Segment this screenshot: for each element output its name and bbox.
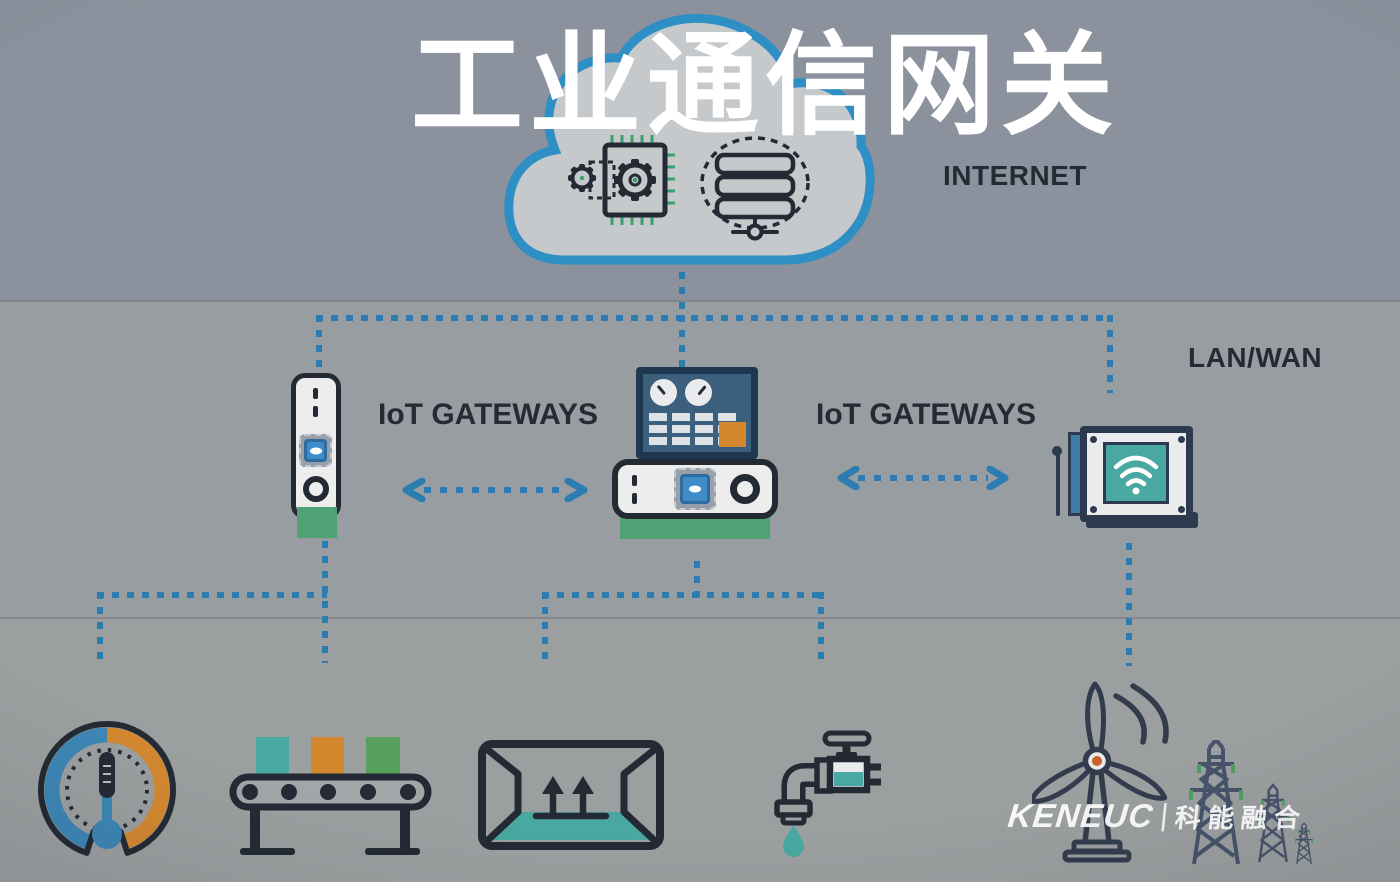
package-box-icon xyxy=(478,740,664,850)
dashed-connector xyxy=(1126,543,1132,666)
device-base xyxy=(620,517,770,539)
port-circle xyxy=(730,474,760,504)
lan-wan-label: LAN/WAN xyxy=(1188,342,1323,373)
brand-name: KENEUC xyxy=(1006,797,1156,834)
dashed-connector xyxy=(1107,315,1113,393)
chip-icon xyxy=(299,434,332,467)
dial-gauge-icon xyxy=(685,379,712,406)
status-led xyxy=(313,388,318,399)
device-base xyxy=(297,507,337,538)
dashed-connector xyxy=(818,592,824,665)
status-led xyxy=(632,475,637,486)
brand-logo: KENEUC | 科能融合 xyxy=(1006,797,1309,835)
server-stack-icon xyxy=(700,136,810,241)
page-title: 工业通信网关 xyxy=(411,23,1119,148)
iot-gateways-left-label: IoT GATEWAYS xyxy=(378,398,599,431)
serial-gateway-device-icon xyxy=(291,373,341,519)
dashed-connector xyxy=(97,592,103,665)
background-bottom-band xyxy=(0,617,1400,882)
dashed-connector xyxy=(542,592,548,665)
dashed-connector xyxy=(679,272,685,318)
wifi-screen xyxy=(1103,442,1169,504)
bidirectional-arrow-icon xyxy=(402,478,588,502)
hmi-alert-block xyxy=(719,422,746,447)
rack-gateway-device-icon xyxy=(612,459,778,519)
dashed-connector xyxy=(97,592,327,598)
internet-label: INTERNET xyxy=(943,160,1087,191)
brand-chinese-name: 科能融合 xyxy=(1173,802,1309,833)
bidirectional-arrow-icon xyxy=(837,466,1009,490)
hmi-screen xyxy=(643,374,751,452)
chip-icon xyxy=(674,468,716,510)
wind-turbine-icon xyxy=(1032,681,1182,863)
hmi-panel-icon xyxy=(636,367,758,459)
dashed-connector xyxy=(679,315,685,367)
dashed-connector xyxy=(316,315,322,375)
dashed-connector xyxy=(316,315,1110,321)
iot-gateways-right-label: IoT GATEWAYS xyxy=(816,398,1037,431)
wifi-icon xyxy=(1113,455,1159,495)
water-valve-icon xyxy=(774,730,881,857)
dashed-connector xyxy=(542,592,824,598)
status-led xyxy=(313,406,318,417)
dashed-connector xyxy=(694,561,700,597)
dashed-connector xyxy=(322,541,328,663)
wifi-module-icon xyxy=(1046,420,1201,532)
antenna-tip xyxy=(1052,446,1062,456)
logo-divider: | xyxy=(1158,799,1170,832)
chip-gears-icon xyxy=(568,135,675,225)
port-circle xyxy=(303,476,329,502)
status-led xyxy=(632,493,637,504)
antenna-icon xyxy=(1056,454,1060,516)
dial-gauge-icon xyxy=(650,379,677,406)
conveyor-belt-icon xyxy=(229,737,432,855)
gauge-thermometer-icon xyxy=(38,721,176,856)
